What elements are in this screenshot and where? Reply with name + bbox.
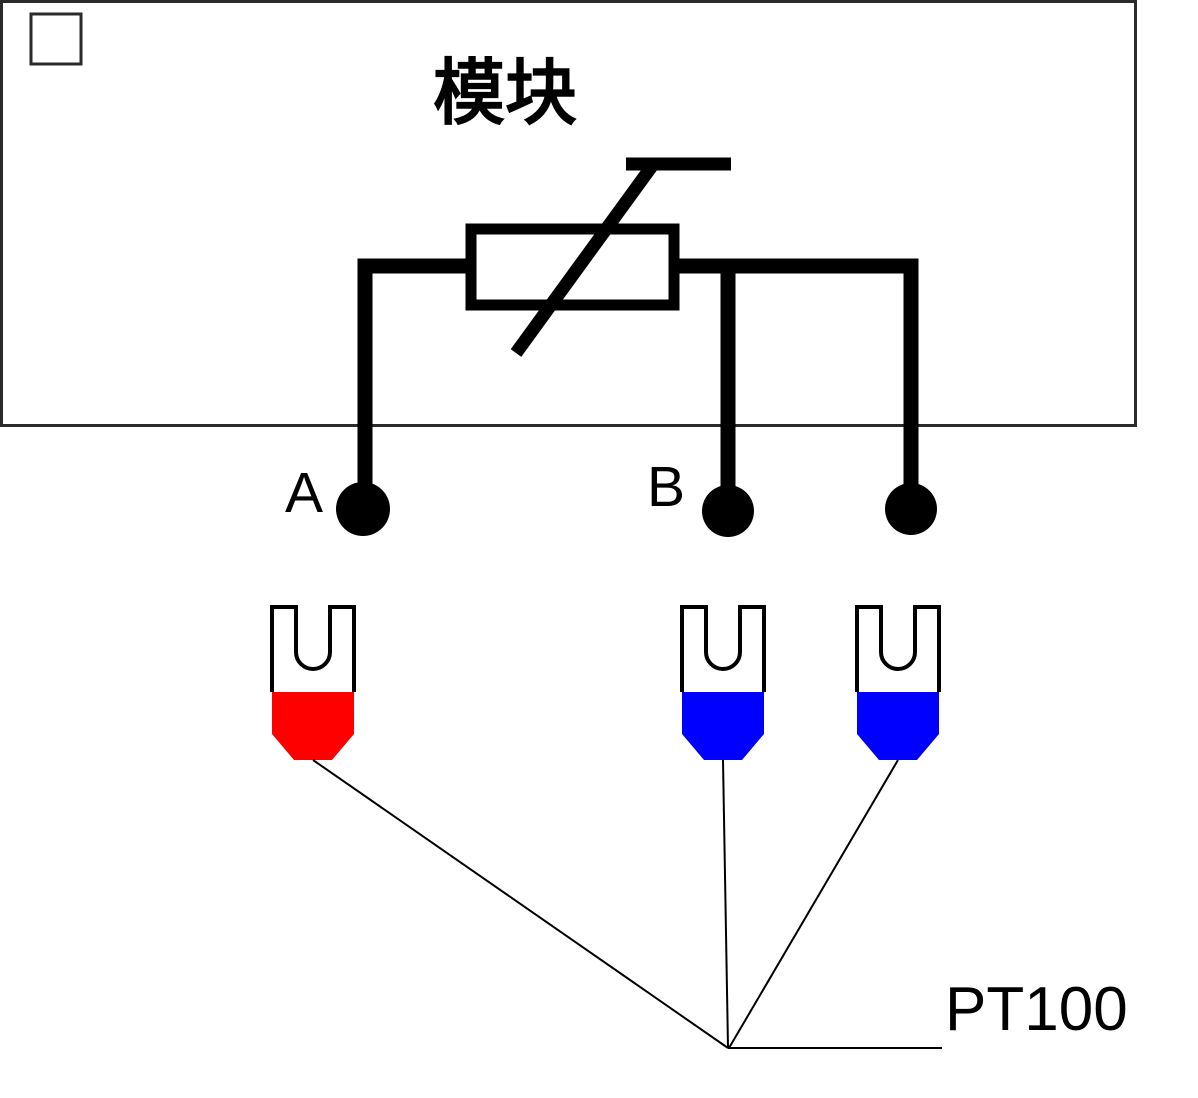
connector-fork-b (680, 605, 766, 692)
spade-connector-a (270, 605, 356, 760)
pt100-label: PT100 (945, 975, 1128, 1044)
module-title: 模块 (433, 54, 577, 134)
terminal-dot-a (336, 482, 390, 536)
connector-fork-c (855, 605, 941, 692)
terminal-a-label: A (285, 461, 323, 525)
terminal-dot-c (885, 483, 937, 535)
sensor-lead-b (722, 759, 729, 1049)
sensor-lead-c (728, 759, 899, 1049)
wire-terminal-a (357, 258, 476, 505)
sensor-lead-a (312, 759, 729, 1049)
connector-sleeve-blue-2 (857, 692, 939, 760)
spade-connector-b (680, 605, 766, 760)
connector-fork-a (270, 605, 356, 692)
wire-terminal-c (670, 258, 919, 505)
connector-sleeve-blue-1 (682, 692, 764, 760)
terminal-dot-b (702, 485, 754, 537)
spade-connector-c (855, 605, 941, 760)
module-boundary-box (0, 0, 1137, 427)
terminal-b-label: B (647, 455, 685, 519)
corner-square (29, 12, 83, 66)
connector-sleeve-red (272, 692, 354, 760)
resistor-diagonal-stroke (510, 162, 658, 357)
